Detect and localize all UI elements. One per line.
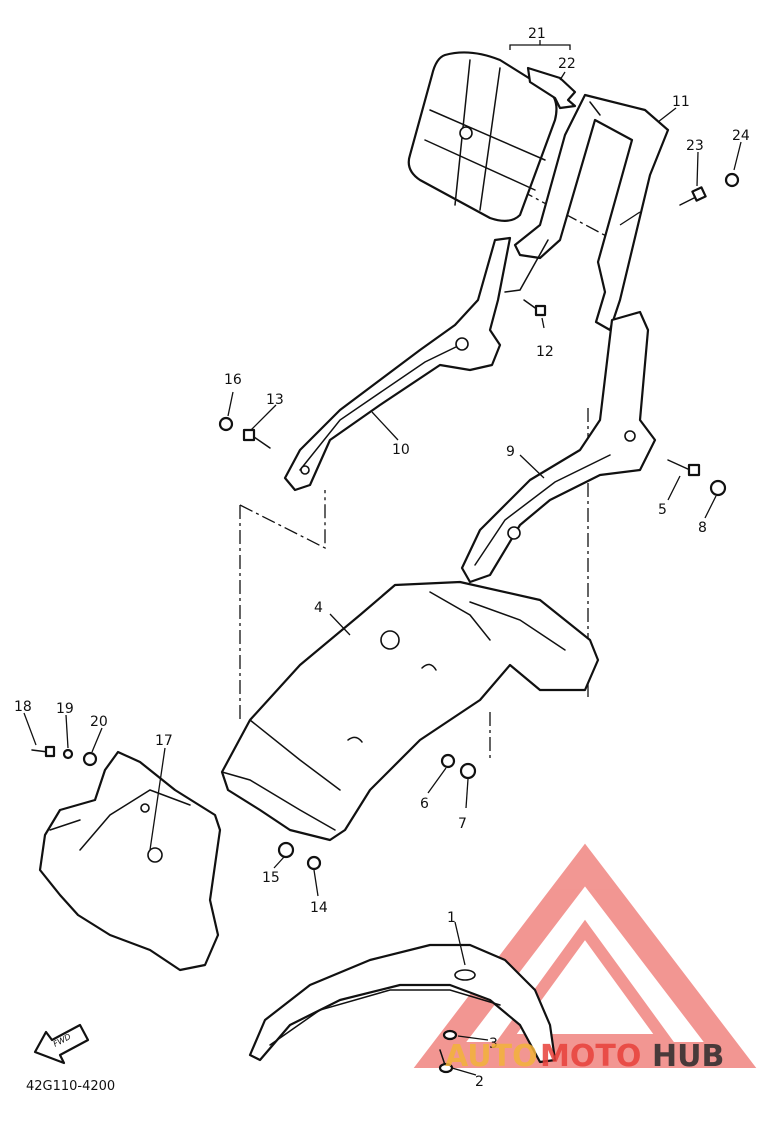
sissy-bar-frame	[504, 93, 670, 332]
rear-fender	[220, 580, 600, 842]
callout-24: 24	[732, 128, 750, 144]
callout-22: 22	[558, 56, 576, 72]
callout-labels: 1 2 3 4 5 6 7 8 9 10 11 12 13 14 15 16 1…	[14, 26, 750, 1090]
callout-13: 13	[266, 392, 284, 408]
backrest-bracket	[526, 66, 577, 110]
callout-20: 20	[90, 714, 108, 730]
inner-fender	[38, 750, 222, 972]
callout-17: 17	[155, 733, 173, 749]
brand-auto: AUTO	[445, 1039, 538, 1074]
callout-19: 19	[56, 701, 74, 717]
callout-15: 15	[262, 870, 280, 886]
callout-1: 1	[447, 910, 456, 926]
callout-11: 11	[672, 94, 690, 110]
callout-21: 21	[528, 26, 546, 42]
front-fender	[248, 943, 557, 1064]
callout-16: 16	[224, 372, 242, 388]
callout-18: 18	[14, 699, 32, 715]
fasteners	[31, 172, 740, 1074]
automotohub-logo	[413, 843, 757, 1068]
callout-23: 23	[686, 138, 704, 154]
backrest-pad	[407, 51, 558, 222]
callout-4: 4	[314, 600, 323, 616]
callout-9: 9	[506, 444, 515, 460]
callout-3: 3	[489, 1036, 498, 1052]
drawing-code: 42G110-4200	[26, 1079, 115, 1094]
callout-7: 7	[458, 816, 467, 832]
right-side-bracket	[460, 310, 657, 584]
automotohub-wordmark: AUTO MOTO HUB	[445, 1039, 724, 1074]
leader-lines	[23, 40, 742, 1076]
callout-10: 10	[392, 442, 410, 458]
brand-hub: HUB	[652, 1039, 724, 1074]
callout-12: 12	[536, 344, 554, 360]
callout-14: 14	[310, 900, 328, 916]
callout-5: 5	[658, 502, 667, 518]
callout-6: 6	[420, 796, 429, 812]
callout-8: 8	[698, 520, 707, 536]
brand-moto: MOTO	[540, 1039, 641, 1074]
left-side-bracket	[283, 236, 512, 492]
fwd-arrow-icon: FWD	[33, 1023, 90, 1065]
callout-2: 2	[475, 1074, 484, 1090]
